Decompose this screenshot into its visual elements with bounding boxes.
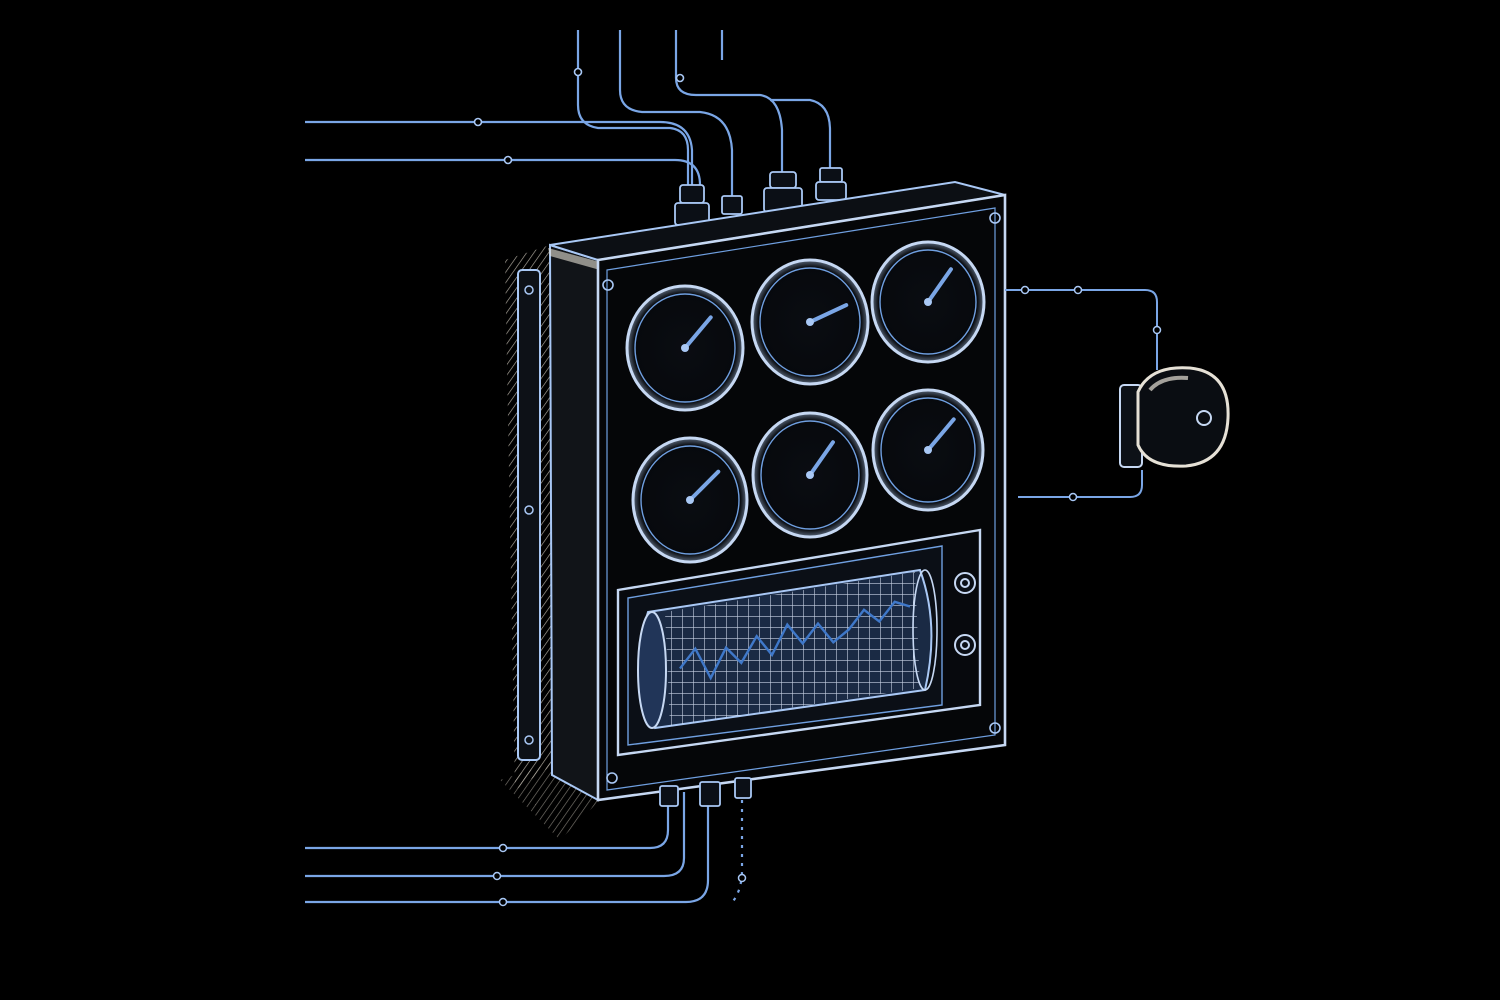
bell-wiring [1005,289,1158,498]
pipe-joints-bottom [492,843,747,907]
pipe-fitting-icon [674,167,847,226]
recorder-drum [637,568,938,730]
pressure-gauge-icon [751,411,869,539]
chart-recorder-icon [616,528,982,757]
pressure-gauge-icon [631,436,749,564]
recorder-trace-line [679,600,911,681]
pressure-gauge-icon [750,258,870,386]
control-knob-icon [954,572,976,594]
pipes-top [305,30,832,205]
pipe-joints-top [473,67,685,165]
pressure-gauge-icon [625,284,745,412]
pressure-gauge-icon [871,388,985,512]
pressure-gauge-icon [870,240,986,364]
gauge-grid [625,240,986,564]
pipe-fitting-icon [659,777,752,807]
pipes-bottom [305,782,744,906]
control-knob-icon [954,634,976,656]
bell-wire-joints [1020,285,1162,502]
alarm-bell-icon [1119,366,1230,468]
